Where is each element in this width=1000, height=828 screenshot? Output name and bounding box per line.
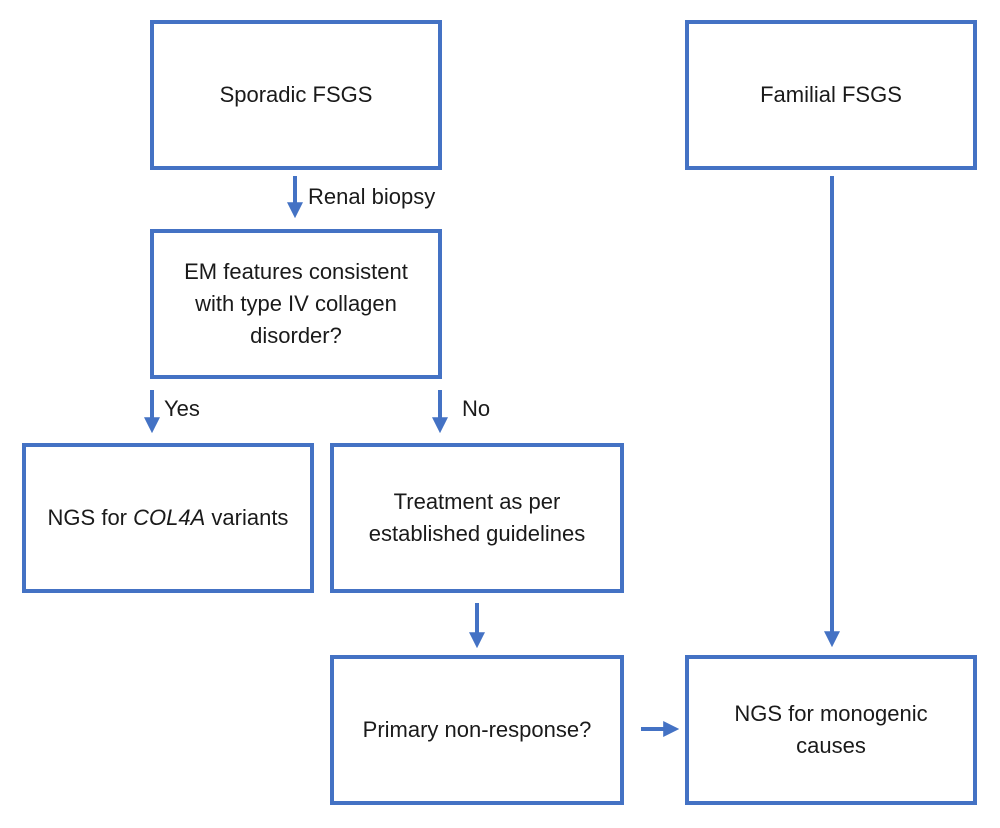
sporadic-fsgs-box: Sporadic FSGS	[150, 20, 442, 170]
em-features-question-box: EM features consistent with type IV coll…	[150, 229, 442, 379]
renal-biopsy-edge-label: Renal biopsy	[308, 184, 436, 209]
ngs-col4a-prefix: NGS for	[47, 505, 134, 530]
primary-non-response-label: Primary non-response?	[362, 717, 592, 742]
primary-non-response-box: Primary non-response?	[330, 655, 624, 805]
ngs-monogenic-box: NGS for monogenic causes	[685, 655, 977, 805]
ngs-col4a-suffix: variants	[205, 505, 289, 530]
ngs-col4a-label: NGS for COL4A variants	[48, 502, 289, 534]
em-features-question-label: EM features consistent with type IV coll…	[184, 259, 408, 348]
ngs-col4a-box: NGS for COL4A variants	[22, 443, 314, 593]
familial-fsgs-label: Familial FSGS	[760, 82, 902, 107]
no-edge-label: No	[462, 396, 491, 421]
yes-edge-label: Yes	[164, 396, 200, 421]
ngs-col4a-gene: COL4A	[133, 505, 206, 530]
treatment-box: Treatment as per established guidelines	[330, 443, 624, 593]
ngs-monogenic-label: NGS for monogenic causes	[734, 701, 928, 758]
familial-fsgs-box: Familial FSGS	[685, 20, 977, 170]
treatment-label: Treatment as per established guidelines	[368, 489, 586, 546]
sporadic-fsgs-label: Sporadic FSGS	[219, 82, 373, 107]
